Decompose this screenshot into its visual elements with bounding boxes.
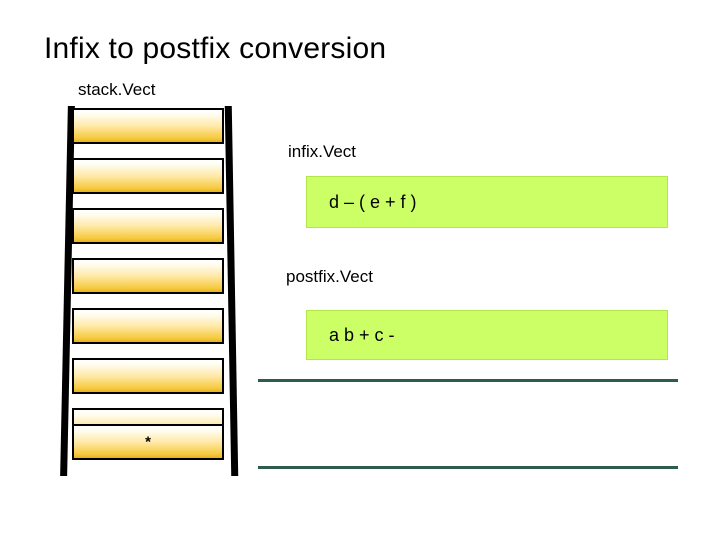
stack-cell [72, 358, 224, 394]
stack-right-rail [224, 106, 239, 476]
divider-line-top [258, 379, 678, 382]
infix-expression-text: d – ( e + f ) [329, 191, 417, 212]
postfix-expression-box: a b + c - [306, 310, 668, 360]
stack-cell [72, 258, 224, 294]
divider-line-bottom [258, 466, 678, 469]
infix-label: infix.Vect [288, 142, 357, 161]
stack-cell: * [72, 424, 224, 460]
stack-cell [72, 108, 224, 144]
infix-expression-box: d – ( e + f ) [306, 176, 668, 228]
stack-diagram: * [60, 106, 240, 476]
stack-cell [72, 158, 224, 194]
postfix-label: postfix.Vect [286, 267, 373, 286]
page-title: Infix to postfix conversion [44, 32, 387, 65]
stack-cell [72, 308, 224, 344]
postfix-expression-text: a b + c - [329, 324, 395, 345]
stack-cell-value: * [145, 433, 151, 451]
stack-cell [72, 208, 224, 244]
stack-label: stack.Vect [78, 80, 156, 99]
